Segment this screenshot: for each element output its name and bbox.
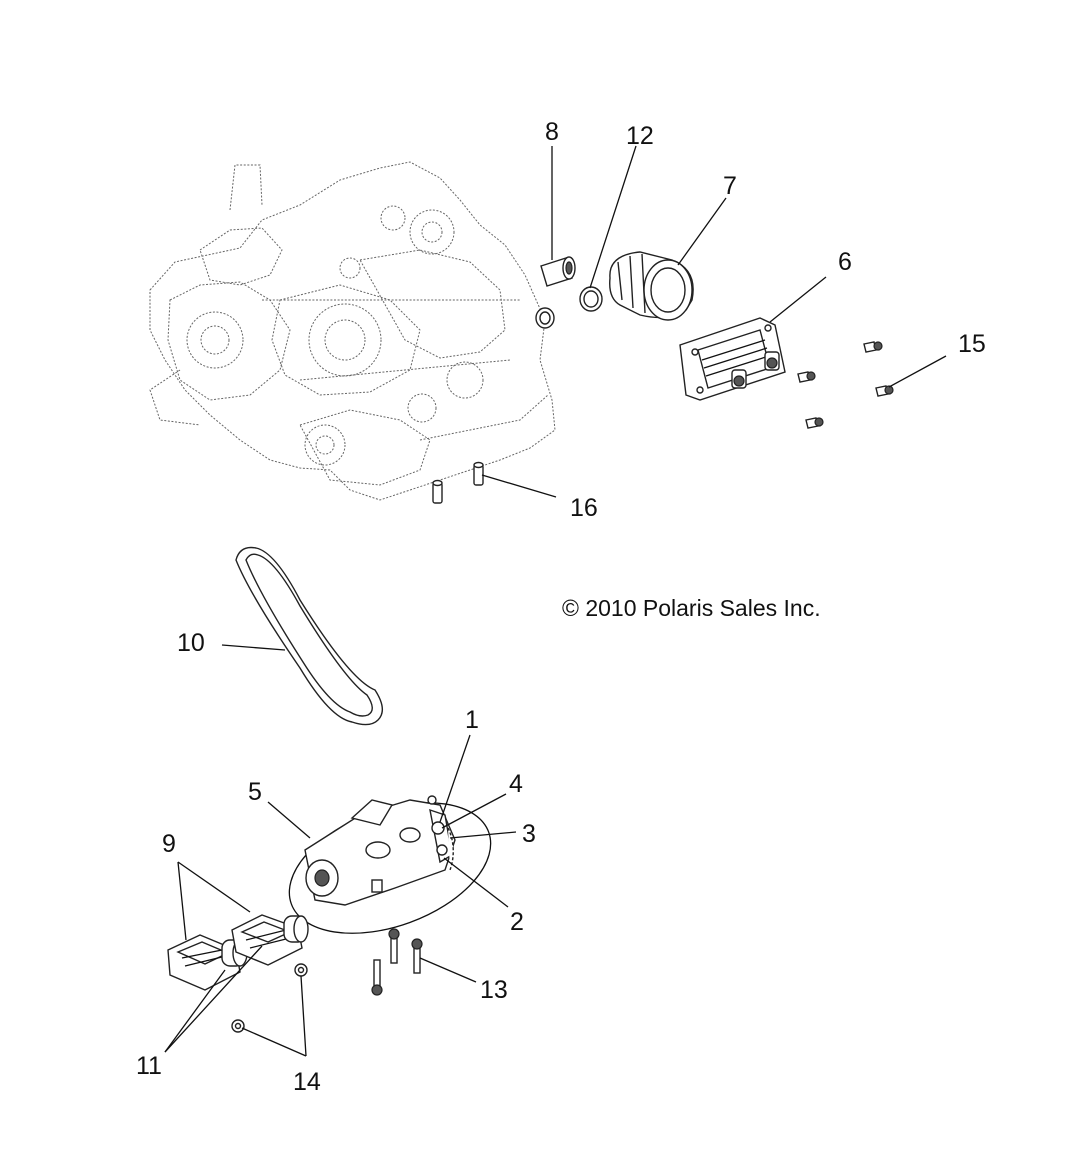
- part-7-oil-filter: [609, 251, 694, 321]
- callout-12: 12: [626, 122, 654, 150]
- part-14-nuts: [231, 963, 308, 1033]
- callout-14: 14: [293, 1068, 321, 1096]
- part-16-dowel-pins: [432, 461, 484, 504]
- part-9-oil-pickup-right: [231, 914, 309, 966]
- part-6-oil-cooler: [679, 317, 786, 401]
- part-12-o-ring: [579, 286, 603, 312]
- leader-lines: [164, 145, 947, 1057]
- callout-9: 9: [162, 830, 176, 858]
- callout-11: 11: [136, 1052, 162, 1080]
- part-oil-pump-body: [304, 795, 456, 906]
- callout-3: 3: [522, 820, 536, 848]
- engine-block: [149, 161, 556, 501]
- part-8-sleeve: [540, 256, 576, 287]
- callout-5: 5: [248, 778, 262, 806]
- callout-15: 15: [958, 330, 986, 358]
- callout-1: 1: [465, 706, 479, 734]
- callout-10: 10: [177, 629, 205, 657]
- callout-8: 8: [545, 118, 559, 146]
- callout-13: 13: [480, 976, 508, 1004]
- callout-2: 2: [510, 908, 524, 936]
- copyright-notice: © 2010 Polaris Sales Inc.: [562, 595, 821, 621]
- washer-near-engine: [535, 307, 555, 329]
- callout-7: 7: [723, 172, 737, 200]
- part-15-bolts: [797, 341, 894, 429]
- callout-6: 6: [838, 248, 852, 276]
- callout-16: 16: [570, 494, 598, 522]
- callout-4: 4: [509, 770, 523, 798]
- part-10-drive-belt: [235, 546, 383, 726]
- part-13-bolts: [371, 928, 423, 996]
- part-9-oil-pickup-left: [167, 934, 248, 991]
